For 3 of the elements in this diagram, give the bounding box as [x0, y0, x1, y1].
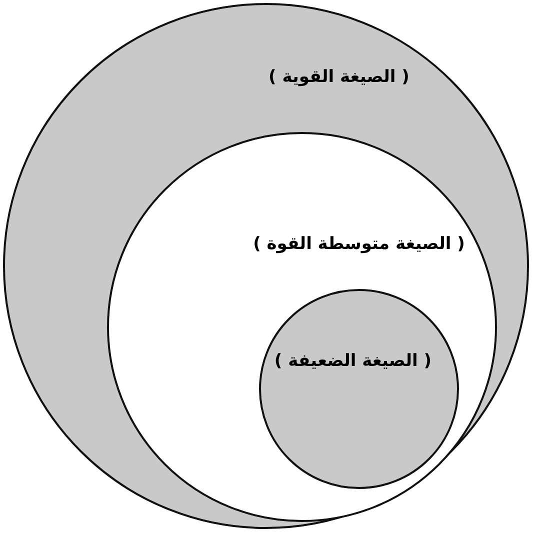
set-label: ( الصيغة متوسطة القوة )	[253, 234, 465, 254]
set-label: ( الصيغة الضعيفة )	[274, 351, 432, 371]
set-label: ( الصيغة القوية )	[268, 67, 410, 87]
